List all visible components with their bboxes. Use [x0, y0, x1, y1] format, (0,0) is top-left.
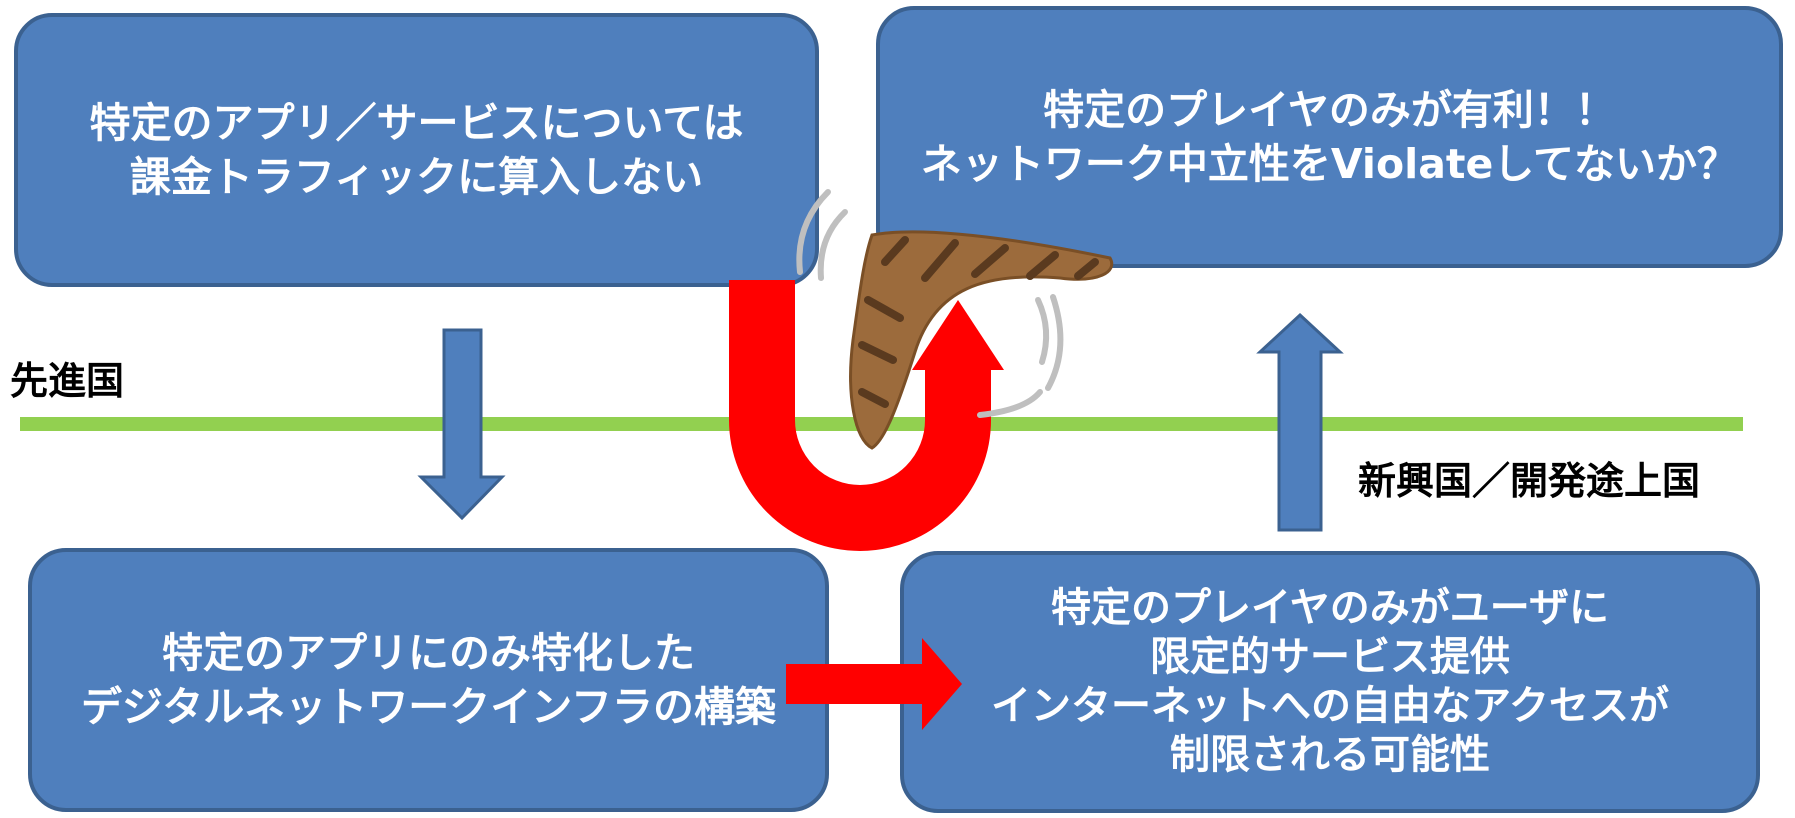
box-net-neutrality-line-2: ネットワーク中立性をViolateしてないか？	[920, 140, 1739, 188]
box-net-neutrality: 特定のプレイヤのみが有利！！ ネットワーク中立性をViolateしてないか？	[876, 6, 1783, 268]
right-arrow	[786, 638, 962, 730]
box-limited-access: 特定のプレイヤのみがユーザに 限定的サービス提供 インターネットへの自由なアクセ…	[900, 551, 1760, 813]
box-limited-access-line-4: 制限される可能性	[1170, 731, 1490, 778]
box-specialized-infra-line-2: デジタルネットワークインフラの構築	[81, 683, 776, 731]
box-zero-rating-line-2: 課金トラフィックに算入しない	[129, 153, 704, 201]
box-zero-rating: 特定のアプリ／サービスについては 課金トラフィックに算入しない	[14, 13, 819, 287]
box-specialized-infra-line-1: 特定のアプリにのみ特化した	[162, 628, 695, 677]
up-arrow	[1256, 312, 1344, 532]
motion-lines	[796, 189, 1064, 418]
box-zero-rating-line-1: 特定のアプリ／サービスについては	[89, 98, 744, 147]
u-turn-arrow	[729, 280, 991, 551]
label-emerging-countries: 新興国／開発途上国	[1358, 459, 1701, 503]
box-limited-access-line-1: 特定のプレイヤのみがユーザに	[1051, 585, 1609, 632]
u-turn-arrowhead	[912, 300, 1004, 370]
down-arrow	[417, 328, 506, 521]
box-limited-access-line-3: インターネットへの自由なアクセスが	[991, 683, 1669, 729]
box-net-neutrality-line-1: 特定のプレイヤのみが有利！！	[1043, 85, 1616, 134]
box-limited-access-line-2: 限定的サービス提供	[1150, 634, 1510, 681]
boomerang-icon	[849, 230, 1114, 450]
box-specialized-infra: 特定のアプリにのみ特化した デジタルネットワークインフラの構築	[28, 548, 829, 812]
label-advanced-countries: 先進国	[10, 359, 125, 403]
